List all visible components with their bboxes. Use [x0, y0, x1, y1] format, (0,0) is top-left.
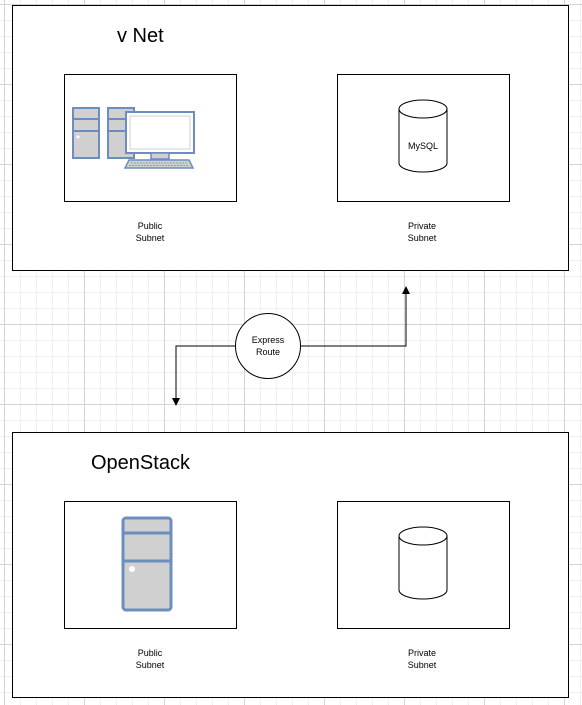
- openstack-private-subnet-box[interactable]: [337, 501, 510, 629]
- vnet-public-subnet-caption: Public Subnet: [135, 221, 165, 243]
- server-tower-icon: [121, 515, 173, 613]
- database-icon: [398, 526, 448, 602]
- express-route-label-line2: Route: [255, 347, 281, 357]
- vnet-private-subnet-caption: Private Subnet: [407, 221, 437, 243]
- route-to-openstack-line: [172, 345, 235, 406]
- database-icon: [398, 99, 448, 175]
- openstack-title: OpenStack: [91, 452, 190, 474]
- express-route-node[interactable]: Express Route: [235, 313, 301, 379]
- vnet-title: v Net: [117, 25, 164, 47]
- route-to-vnet-line: [301, 286, 410, 347]
- openstack-public-subnet-caption: Public Subnet: [135, 648, 165, 670]
- vnet-public-subnet-box[interactable]: [64, 74, 237, 202]
- mysql-label: MySQL: [407, 141, 438, 151]
- desktop-computer-icon: [71, 106, 195, 170]
- vnet-private-subnet-box[interactable]: MySQL: [337, 74, 510, 202]
- express-route-label-line1: Express: [251, 335, 285, 345]
- openstack-private-subnet-caption: Private Subnet: [407, 648, 437, 670]
- openstack-public-subnet-box[interactable]: [64, 501, 237, 629]
- openstack-container[interactable]: OpenStack Public Subnet Private Subnet: [12, 432, 569, 698]
- vnet-container[interactable]: v Net Pub: [12, 5, 569, 271]
